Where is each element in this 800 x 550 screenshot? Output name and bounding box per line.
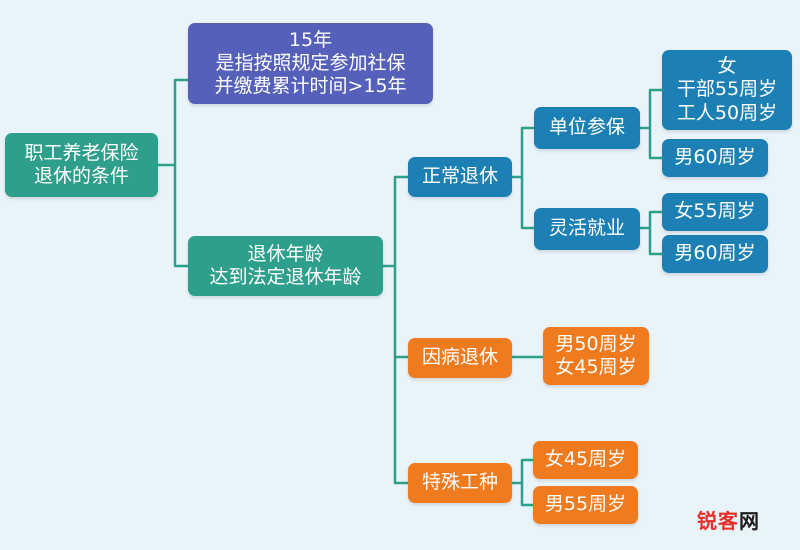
root-line-1: 职工养老保险 (24, 141, 139, 164)
unit-female-line-3: 工人50周岁 (676, 101, 778, 124)
unit-insured-node: 单位参保 (534, 107, 640, 149)
contribution-node: 15年 是指按照规定参加社保 并缴费累计时间>15年 (188, 23, 433, 104)
flexible-male-label: 男60周岁 (674, 242, 756, 265)
contribution-line-2: 是指按照规定参加社保 (215, 51, 406, 74)
special-male-label: 男55周岁 (544, 493, 627, 516)
flexible-employment-label: 灵活就业 (548, 217, 625, 240)
unit-insured-label: 单位参保 (548, 116, 625, 139)
contribution-line-1: 15年 (288, 28, 333, 51)
illness-age-line-1: 男50周岁 (555, 332, 637, 355)
special-male-node: 男55周岁 (533, 486, 638, 524)
illness-ages-node: 男50周岁 女45周岁 (543, 327, 649, 385)
root-node: 职工养老保险 退休的条件 (5, 133, 158, 197)
root-line-2: 退休的条件 (33, 165, 129, 187)
connector-special (510, 458, 535, 507)
normal-retirement-label: 正常退休 (421, 165, 498, 188)
flexible-male-node: 男60周岁 (662, 235, 768, 273)
watermark-char-2: 客 (718, 509, 739, 533)
special-occupation-label: 特殊工种 (421, 471, 498, 494)
special-female-label: 女45周岁 (544, 448, 627, 471)
connector-retirement-age (381, 175, 410, 485)
contribution-line-3: 并缴费累计时间>15年 (214, 75, 407, 98)
watermark-char-3: 网 (739, 509, 760, 533)
illness-age-line-2: 女45周岁 (555, 356, 637, 378)
flexible-female-node: 女55周岁 (662, 193, 768, 231)
special-occupation-node: 特殊工种 (408, 463, 512, 503)
connector-flexible (638, 210, 664, 256)
watermark-char-1: 锐 (697, 509, 718, 533)
retirement-age-line-1: 退休年龄 (247, 242, 324, 265)
unit-female-line-2: 干部55周岁 (676, 78, 778, 101)
retirement-age-line-2: 达到法定退休年龄 (209, 266, 362, 288)
flexible-female-label: 女55周岁 (674, 200, 756, 223)
illness-retirement-node: 因病退休 (408, 338, 512, 378)
flexible-employment-node: 灵活就业 (534, 208, 640, 250)
unit-male-label: 男60周岁 (674, 146, 756, 169)
illness-retirement-label: 因病退休 (421, 346, 498, 369)
unit-male-node: 男60周岁 (662, 139, 768, 177)
connector-root (156, 78, 190, 268)
normal-retirement-node: 正常退休 (408, 157, 512, 197)
retirement-age-node: 退休年龄 达到法定退休年龄 (188, 236, 383, 296)
unit-female-node: 女 干部55周岁 工人50周岁 (662, 50, 792, 130)
special-female-node: 女45周岁 (533, 441, 638, 479)
connector-unit (638, 88, 664, 160)
unit-female-line-1: 女 (717, 55, 737, 78)
connector-normal (510, 126, 536, 230)
watermark-logo: 锐客网 (697, 505, 760, 534)
